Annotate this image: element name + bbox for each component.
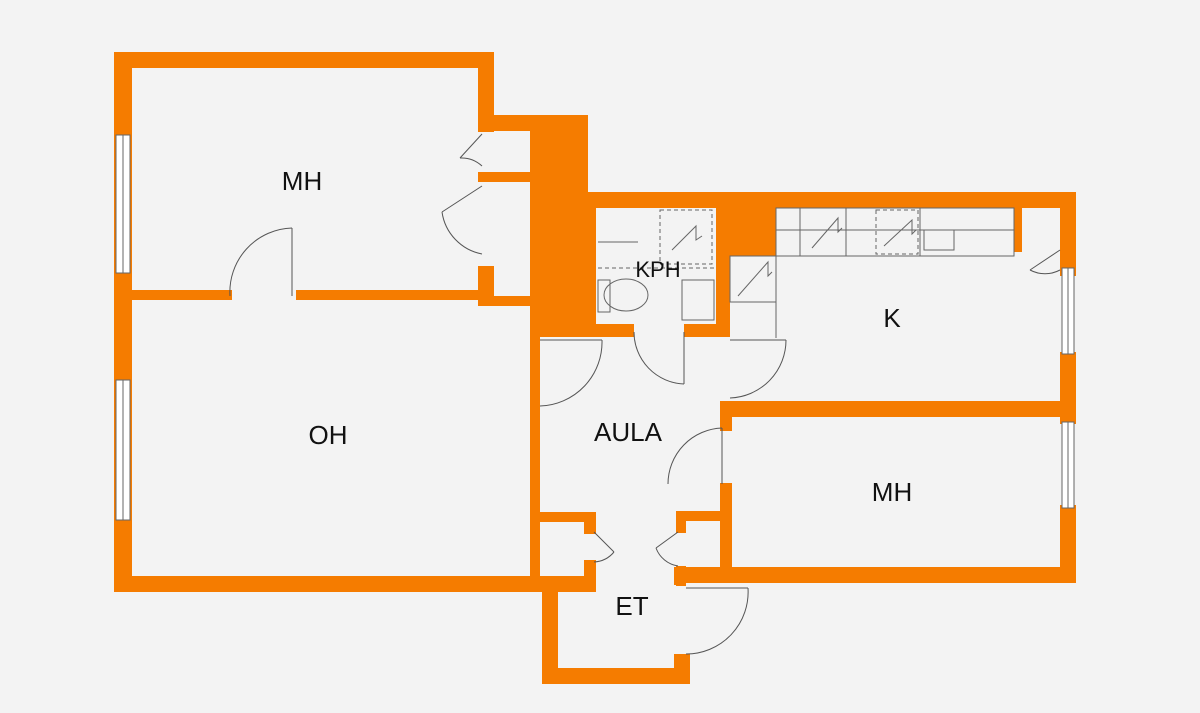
wall: [1060, 505, 1076, 583]
door-leaf: [1029, 249, 1061, 271]
room-label-kitchen: K: [883, 303, 901, 333]
door-swing: [729, 339, 787, 399]
wall: [676, 511, 686, 533]
wall: [674, 654, 690, 684]
room-label-hall: AULA: [594, 417, 663, 447]
door-swing: [539, 339, 603, 407]
door-swing: [667, 427, 723, 485]
wall: [584, 512, 596, 534]
wall: [542, 668, 690, 684]
windows: [115, 134, 1075, 521]
wall: [684, 324, 730, 337]
door-swing: [593, 551, 615, 563]
wall: [720, 483, 732, 583]
door-swing: [633, 331, 685, 385]
wall: [1060, 192, 1076, 276]
wall: [720, 401, 1076, 417]
wall: [540, 512, 596, 522]
doors: [229, 133, 1061, 655]
wall: [584, 560, 596, 592]
walls: [114, 52, 1076, 684]
fridge: [875, 209, 919, 255]
wall: [296, 290, 482, 300]
door-swing: [655, 547, 679, 567]
wall: [676, 567, 1076, 583]
room-labels: MH OH KPH K AULA MH ET: [282, 166, 912, 621]
wall: [720, 401, 732, 431]
wall: [530, 115, 588, 195]
wall: [588, 192, 596, 337]
wall: [588, 324, 634, 337]
wall: [478, 172, 532, 182]
room-label-bedroom-top: MH: [282, 166, 322, 196]
door-swing: [685, 587, 749, 655]
door-leaf: [441, 185, 483, 213]
wall: [530, 300, 540, 592]
fridge-symbol: [883, 218, 917, 247]
wall: [716, 192, 730, 337]
door-leaf: [655, 531, 679, 549]
door-leaf: [593, 531, 615, 553]
stove-icon: [811, 216, 843, 249]
wall: [588, 192, 1076, 208]
door-swing: [459, 157, 483, 167]
shower-symbol: [671, 224, 703, 251]
cabinet-symbol: [737, 260, 773, 297]
sink: [681, 279, 715, 321]
toilet-icon: [603, 278, 649, 312]
room-label-living-room: OH: [309, 420, 348, 450]
wall: [542, 576, 558, 684]
room-label-bathroom: KPH: [635, 257, 680, 282]
wall: [478, 296, 538, 306]
wall: [1014, 192, 1022, 252]
wall: [674, 567, 684, 585]
wall: [478, 266, 494, 300]
door-leaf: [459, 133, 483, 159]
room-label-entry: ET: [615, 591, 648, 621]
wall: [114, 290, 232, 300]
toilet-tank: [597, 279, 611, 313]
wall: [114, 52, 494, 68]
kitchen-counter: [775, 207, 1015, 257]
wall: [478, 52, 494, 132]
shower: [659, 209, 713, 265]
door-swing: [229, 227, 293, 297]
kitchen-sink: [923, 229, 955, 251]
door-swing: [1029, 269, 1061, 275]
door-swing: [441, 211, 483, 255]
wall: [676, 511, 732, 521]
wall: [114, 576, 594, 592]
room-label-bedroom-right: MH: [872, 477, 912, 507]
fixtures: [597, 207, 1015, 338]
